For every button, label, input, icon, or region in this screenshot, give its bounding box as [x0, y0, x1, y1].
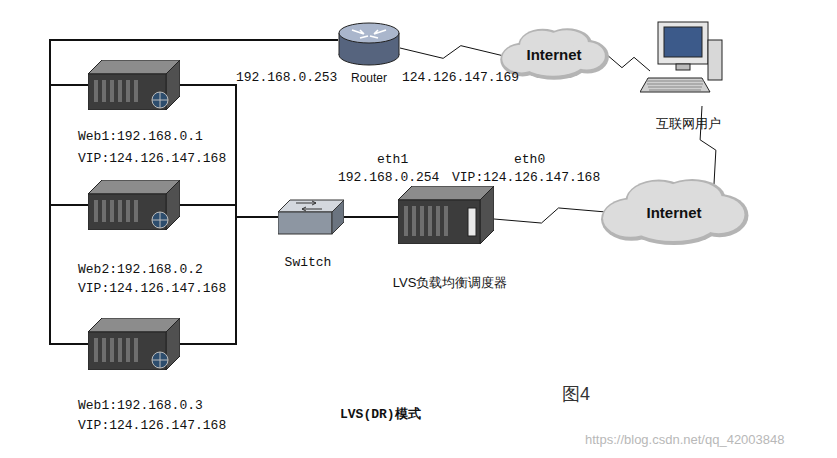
network-link [606, 54, 650, 71]
node-label: Internet [646, 203, 701, 222]
node-label: Router [351, 70, 387, 86]
text-holder: LVS负载均衡调度器 [393, 274, 508, 291]
node-label: VIP:124.126.147.168 [78, 416, 226, 436]
ip-label: VIP:124.126.147.168 [452, 170, 600, 185]
switch-node: Switch [278, 198, 344, 236]
network-link [400, 46, 504, 59]
text-holder: Internet [526, 45, 581, 64]
interface-label: eth0 [514, 152, 545, 167]
network-link [344, 216, 398, 218]
pc-icon [640, 20, 724, 102]
router-icon [338, 22, 400, 66]
text-holder: Router [351, 70, 387, 86]
server-icon [88, 60, 180, 110]
text-holder: Web2:192.168.0.2VIP:124.126.147.168 [78, 260, 226, 298]
network-link [50, 40, 338, 205]
text-holder: 互联网用户 [656, 115, 721, 132]
server-icon [88, 318, 180, 370]
web-server: Web1:192.168.0.3VIP:124.126.147.168 [88, 318, 180, 370]
router-node: Router [338, 22, 400, 66]
node-label: Web2:192.168.0.2 [78, 260, 226, 279]
network-link [180, 205, 278, 217]
text-holder: Web1:192.168.0.1VIP:124.126.147.168 [78, 126, 226, 170]
node-label: Web1:192.168.0.1 [78, 126, 226, 148]
ip-label: 124.126.147.169 [402, 70, 519, 85]
lvs-icon [398, 186, 494, 244]
server-icon [88, 180, 180, 230]
web-server: Web1:192.168.0.1VIP:124.126.147.168 [88, 60, 180, 110]
text-holder: Switch [285, 254, 332, 271]
user-computer: 互联网用户 [640, 20, 724, 102]
node-label: Internet [526, 45, 581, 64]
switch-icon [278, 198, 344, 236]
network-link [180, 217, 278, 344]
node-label: LVS负载均衡调度器 [393, 274, 508, 291]
node-label: 互联网用户 [656, 115, 721, 132]
node-label: Web1:192.168.0.3 [78, 396, 226, 416]
ip-label: 192.168.0.253 [236, 70, 337, 85]
lvs-scheduler: LVS负载均衡调度器 [398, 186, 494, 244]
internet-cloud: Internet [598, 176, 750, 248]
text-holder: Web1:192.168.0.3VIP:124.126.147.168 [78, 396, 226, 436]
figure-number: 图4 [562, 382, 590, 406]
watermark: https://blog.csdn.net/qq_42003848 [585, 432, 785, 447]
node-label: VIP:124.126.147.168 [78, 279, 226, 298]
node-label: Switch [285, 254, 332, 271]
web-server: Web2:192.168.0.2VIP:124.126.147.168 [88, 180, 180, 230]
interface-label: eth1 [377, 152, 408, 167]
text-holder: Internet [646, 203, 701, 222]
node-label: VIP:124.126.147.168 [78, 148, 226, 170]
figure-caption: LVS(DR)模式 [340, 405, 421, 423]
network-link [494, 208, 606, 223]
ip-label: 192.168.0.254 [338, 170, 439, 185]
network-link [50, 40, 338, 344]
